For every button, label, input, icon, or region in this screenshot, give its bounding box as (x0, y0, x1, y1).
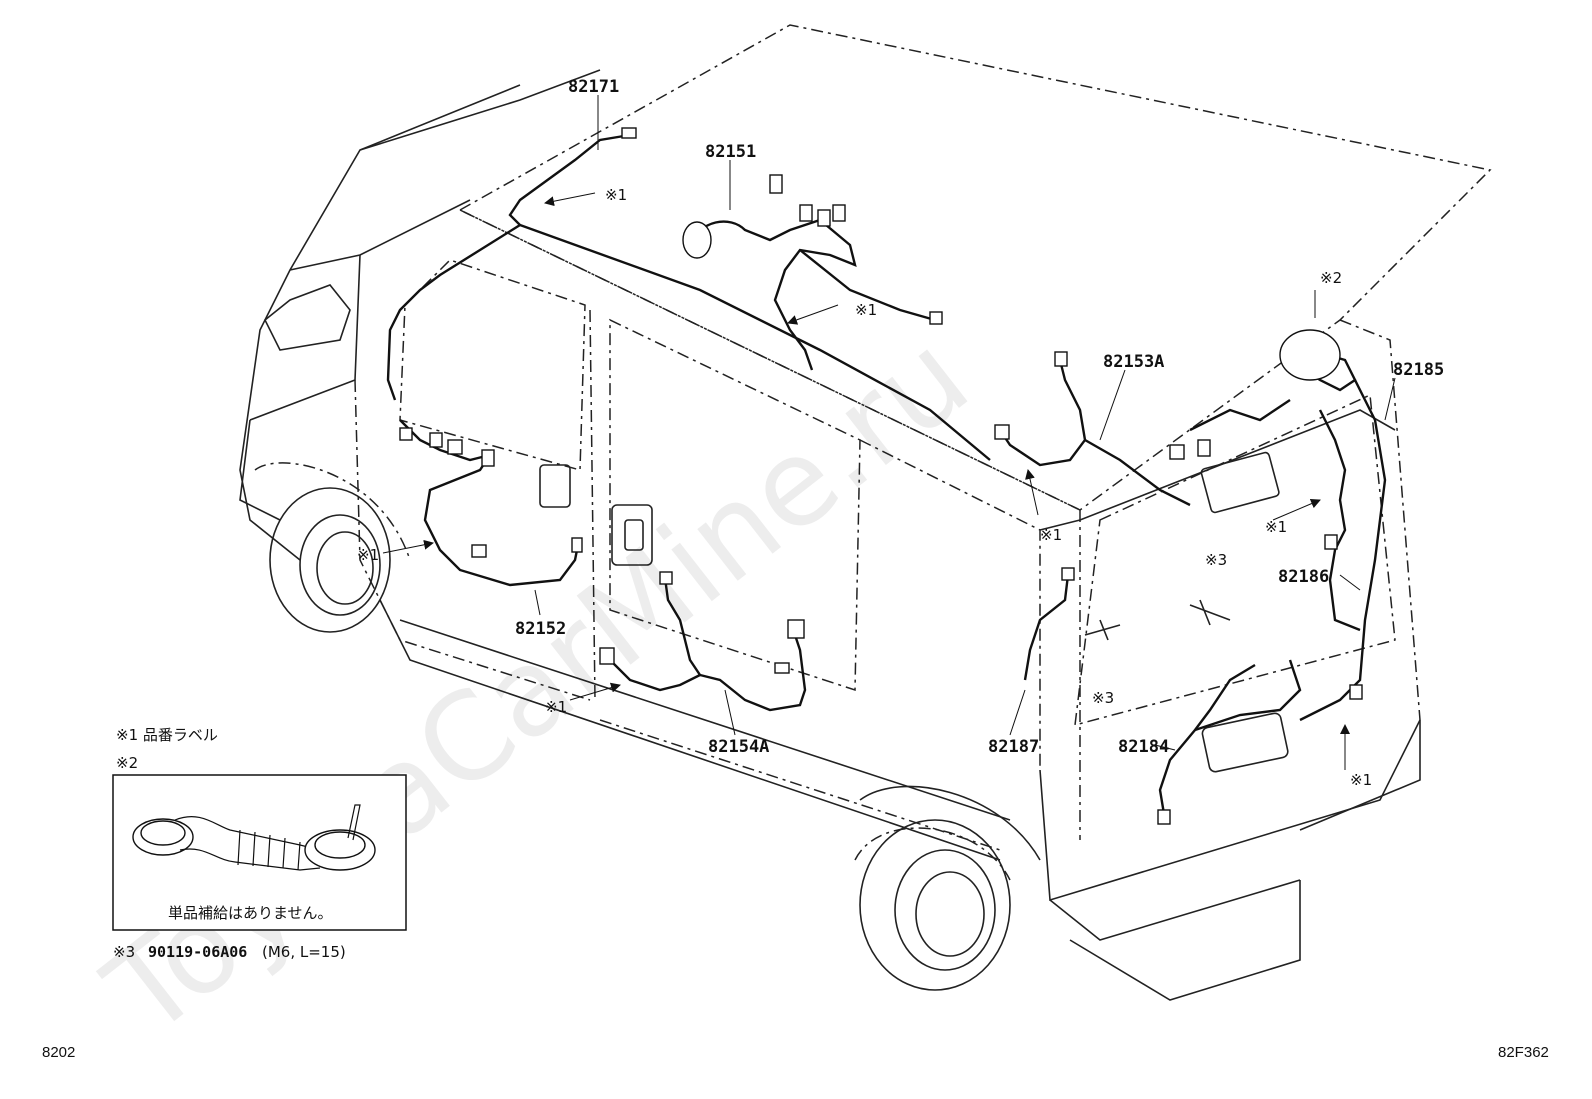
legend-note-3-prefix: ※3 (113, 943, 135, 961)
harness-82186 (1318, 409, 1361, 632)
part-number-labels: 82171 82151 82153A 82185 82186 82152 821… (515, 77, 1444, 757)
part-82186: 82186 (1278, 567, 1329, 587)
part-82153A: 82153A (1103, 352, 1164, 372)
ref-mark-1: ※1 (1265, 518, 1287, 536)
label-arrows (382, 192, 1350, 770)
harness-82154A (663, 577, 807, 712)
ref-mark-1: ※1 (545, 698, 567, 716)
harness-82151 (688, 218, 857, 371)
ref-mark-1: ※1 (357, 546, 379, 564)
wire-harnesses (386, 127, 1387, 825)
reference-marks: ※1 ※1 ※1 ※1 ※1 ※1 ※1 ※2 ※3 ※3 (357, 186, 1372, 789)
ref-mark-1: ※1 (1350, 771, 1372, 789)
leader-lines (534, 95, 1396, 751)
legend-note-3-part: 90119-06A06 (148, 943, 247, 961)
ref-mark-2: ※2 (1320, 269, 1342, 287)
part-82187: 82187 (988, 737, 1039, 757)
part-82151: 82151 (705, 142, 756, 162)
grommet-illustration (132, 804, 376, 871)
ref-mark-1: ※1 (1040, 526, 1062, 544)
legend-note-3-spec: (M6, L=15) (262, 943, 346, 961)
ref-mark-3: ※3 (1092, 689, 1114, 707)
ref-mark-3: ※3 (1205, 551, 1227, 569)
part-82152: 82152 (515, 619, 566, 639)
diagram-code-left: 8202 (42, 1044, 75, 1061)
part-82171: 82171 (568, 77, 619, 97)
harness-82152 (399, 419, 580, 587)
inset-caption: 単品補給はありません。 (168, 904, 333, 922)
harness-82153A (999, 359, 1087, 467)
diagram-code-right: 82F362 (1498, 1044, 1549, 1061)
part-82154A: 82154A (708, 737, 769, 757)
legend-note-1: ※1 品番ラベル (116, 726, 218, 744)
van-body (239, 24, 1492, 1001)
part-82185: 82185 (1393, 360, 1444, 380)
harness-82187 (1023, 574, 1070, 681)
part-82184: 82184 (1118, 737, 1169, 757)
harness-82184 (1158, 663, 1256, 821)
legend-note-2: ※2 (116, 754, 138, 772)
ref-mark-1: ※1 (855, 301, 877, 319)
ref-mark-1: ※1 (605, 186, 627, 204)
legend: ※1 品番ラベル ※2 単品補給はありません。 ※3 90119-06A06 (… (112, 726, 407, 961)
harness-82171 (386, 133, 631, 401)
